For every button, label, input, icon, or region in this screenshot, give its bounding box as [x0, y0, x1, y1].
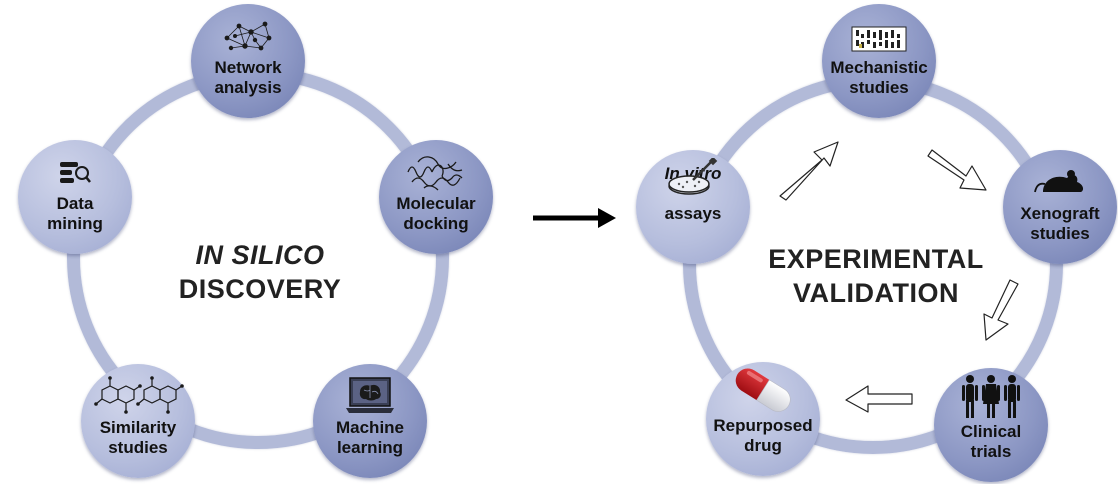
node-repurposed-drug: Repurposed drug: [706, 362, 820, 476]
assays-label: assays: [664, 204, 722, 223]
node-label: Similarity studies: [99, 418, 177, 457]
brain-laptop-icon: [346, 377, 394, 413]
node-label: Machine learning: [335, 418, 405, 457]
cycle-arrow-3: [983, 279, 1019, 341]
database-search-icon: [60, 162, 91, 183]
node-label: Mechanistic studies: [830, 58, 928, 97]
petri-dish-pipette-icon: [668, 158, 718, 195]
node-mechanistic-studies: Mechanistic studies: [822, 4, 936, 118]
experimental-title: EXPERIMENTAL VALIDATION: [752, 242, 1000, 310]
gel-blot-icon: [851, 26, 907, 52]
mouse-icon: [1034, 170, 1084, 193]
cycle-arrow-1: [779, 141, 839, 201]
network-graph-icon: [224, 21, 272, 51]
node-machine-learning: Machine learning: [313, 364, 427, 478]
cycle-arrow-4: [845, 385, 913, 413]
title-line-1: IN SILICO: [195, 240, 325, 270]
node-label: Repurposed drug: [713, 416, 813, 455]
node-in-vitro-assays: In vitro assays: [636, 150, 750, 264]
in-silico-title: IN SILICO DISCOVERY: [150, 238, 370, 306]
title-line-2: VALIDATION: [793, 278, 959, 308]
human-figures-icon: [962, 375, 1020, 418]
node-data-mining: Data mining: [18, 140, 132, 254]
node-label: Clinical trials: [960, 422, 1022, 461]
node-clinical-trials: Clinical trials: [934, 368, 1048, 482]
node-xenograft-studies: Xenograft studies: [1003, 150, 1117, 264]
node-molecular-docking: Molecular docking: [379, 140, 493, 254]
node-label: Data mining: [47, 194, 103, 233]
protein-structure-icon: [407, 156, 463, 191]
node-label: Xenograft studies: [1020, 204, 1100, 243]
cycle-arrow-2: [927, 149, 987, 191]
node-similarity-studies: Similarity studies: [81, 364, 195, 478]
title-line-1: EXPERIMENTAL: [768, 244, 984, 274]
molecule-icon: [94, 376, 184, 414]
node-label: Network analysis: [214, 58, 282, 97]
title-line-2: DISCOVERY: [178, 274, 342, 304]
node-label: Molecular docking: [396, 194, 476, 233]
capsule-icon: [735, 368, 791, 412]
node-network-analysis: Network analysis: [191, 4, 305, 118]
